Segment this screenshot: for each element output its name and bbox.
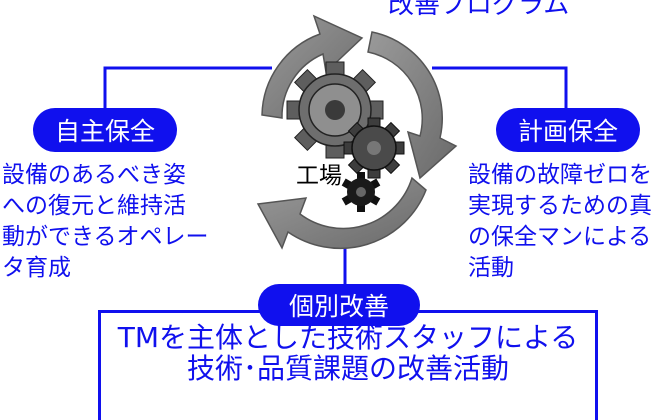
diagram-title: 改善プログラム bbox=[388, 0, 570, 20]
left-line: 設備のあるべき姿 bbox=[2, 162, 186, 188]
cycle-arrow-bottom bbox=[256, 176, 427, 250]
cycle-arrow-right bbox=[367, 31, 458, 180]
medium-gear-icon bbox=[343, 117, 405, 179]
left-heading: 自主保全 bbox=[54, 117, 155, 146]
left-line: 動ができるオペレー bbox=[2, 224, 209, 250]
center-label: 工場 bbox=[296, 163, 342, 189]
bottom-line: 技術･品質課題の改善活動 bbox=[186, 352, 509, 385]
bottom-heading-pill: 個別改善 bbox=[258, 284, 420, 326]
cycle-graphic bbox=[256, 14, 458, 250]
right-line: 活動 bbox=[468, 255, 514, 281]
bottom-description: TMを主体とした技術スタッフによる 技術･品質課題の改善活動 bbox=[98, 322, 598, 384]
right-heading-pill: 計画保全 bbox=[496, 108, 640, 152]
large-gear-icon bbox=[286, 61, 384, 159]
bottom-line: TMを主体とした技術スタッフによる bbox=[117, 321, 579, 354]
bottom-heading: 個別改善 bbox=[288, 292, 389, 321]
right-line: 実現するための真 bbox=[468, 193, 652, 219]
right-heading: 計画保全 bbox=[517, 117, 618, 146]
left-description: 設備のあるべき姿 への復元と維持活 動ができるオペレー タ育成 bbox=[2, 160, 209, 284]
left-line: タ育成 bbox=[2, 255, 71, 281]
right-line: の保全マンによる bbox=[468, 224, 652, 250]
right-description: 設備の故障ゼロを 実現するための真 の保全マンによる 活動 bbox=[468, 160, 652, 284]
connector-lines bbox=[103, 66, 568, 290]
cycle-arrow-top bbox=[261, 14, 364, 119]
left-line: への復元と維持活 bbox=[2, 193, 186, 219]
right-connector bbox=[432, 66, 568, 108]
small-gear-icon bbox=[341, 172, 381, 212]
left-connector bbox=[103, 66, 272, 108]
left-heading-pill: 自主保全 bbox=[33, 108, 177, 152]
right-line: 設備の故障ゼロを bbox=[468, 162, 652, 188]
